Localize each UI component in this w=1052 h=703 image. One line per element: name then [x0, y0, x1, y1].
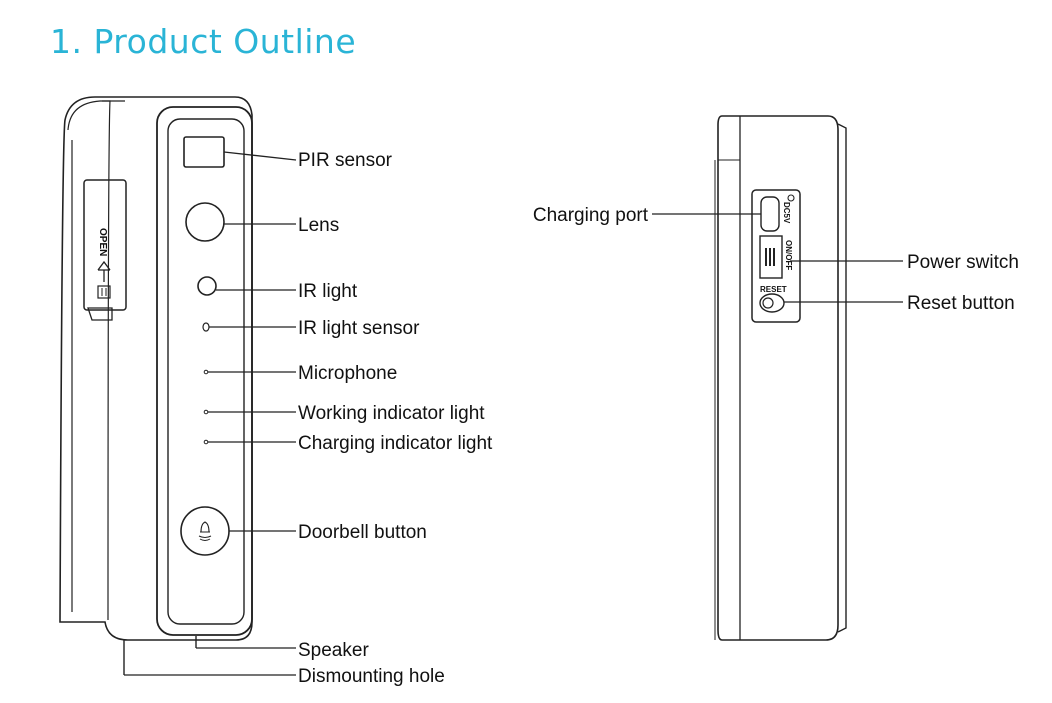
label-working-indicator: Working indicator light	[298, 403, 485, 424]
label-charging-indicator: Charging indicator light	[298, 433, 493, 454]
label-lens: Lens	[298, 215, 339, 236]
dc5v-marking: DC5V	[782, 202, 791, 224]
label-speaker: Speaker	[298, 640, 369, 661]
front-view-device	[59, 96, 253, 675]
label-microphone: Microphone	[298, 363, 397, 384]
label-ir-light: IR light	[298, 281, 358, 302]
front-leader-lines	[124, 151, 297, 676]
reset-marking: RESET	[760, 285, 787, 294]
label-reset-button: Reset button	[907, 293, 1015, 314]
open-marking: OPEN	[97, 228, 108, 256]
label-charging-port: Charging port	[533, 205, 649, 226]
side-view-device	[714, 115, 847, 641]
side-leader-lines	[652, 213, 903, 303]
label-doorbell-button: Doorbell button	[298, 522, 427, 543]
page-title: 1. Product Outline	[50, 22, 357, 61]
label-power-switch: Power switch	[907, 252, 1019, 273]
label-pir-sensor: PIR sensor	[298, 150, 393, 171]
label-ir-light-sensor: IR light sensor	[298, 318, 420, 339]
on-off-marking: ON/OFF	[784, 240, 793, 270]
label-dismounting-hole: Dismounting hole	[298, 666, 445, 687]
